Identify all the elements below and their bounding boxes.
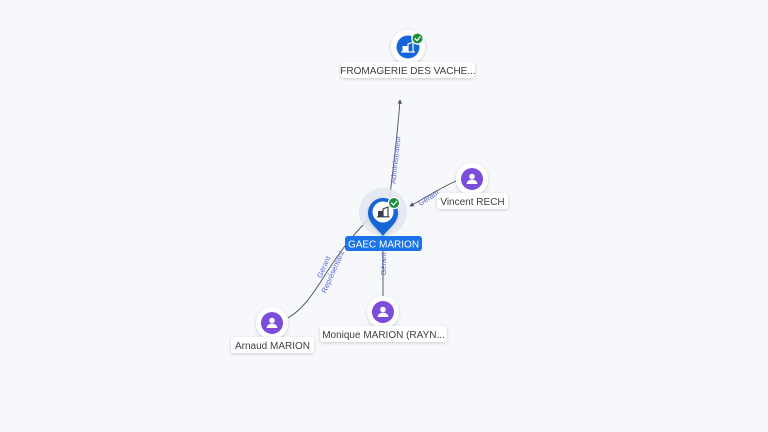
edge-administrateur: Administrateur bbox=[389, 99, 403, 197]
person-icon bbox=[266, 317, 278, 328]
node-monique-marion[interactable]: Monique MARION (RAYN... bbox=[320, 296, 447, 342]
building-icon bbox=[401, 41, 415, 53]
check-badge-icon bbox=[387, 196, 401, 210]
edge-label-administrateur: Administrateur bbox=[389, 135, 403, 185]
node-vincent-rech[interactable]: Vincent RECH bbox=[437, 163, 508, 209]
building-icon bbox=[377, 206, 390, 218]
node-label-gaec-marion: GAEC MARION bbox=[348, 240, 419, 251]
node-gaec-marion[interactable]: GAEC MARION bbox=[345, 188, 422, 251]
node-arnaud-marion[interactable]: Arnaud MARION bbox=[231, 307, 314, 353]
edge-label-gerant-monique: Gérant bbox=[379, 252, 388, 276]
check-badge-icon bbox=[411, 32, 424, 45]
person-icon bbox=[377, 306, 389, 317]
node-label-monique-marion: Monique MARION (RAYN... bbox=[322, 330, 445, 341]
person-icon bbox=[466, 173, 478, 184]
edge-gerant-representant-arnaud: Gérant Représentant bbox=[287, 219, 369, 319]
node-fromagerie[interactable]: FROMAGERIE DES VACHE... bbox=[340, 30, 476, 78]
node-label-arnaud-marion: Arnaud MARION bbox=[235, 341, 310, 352]
node-label-vincent-rech: Vincent RECH bbox=[440, 197, 504, 208]
node-label-fromagerie: FROMAGERIE DES VACHE... bbox=[340, 66, 475, 77]
